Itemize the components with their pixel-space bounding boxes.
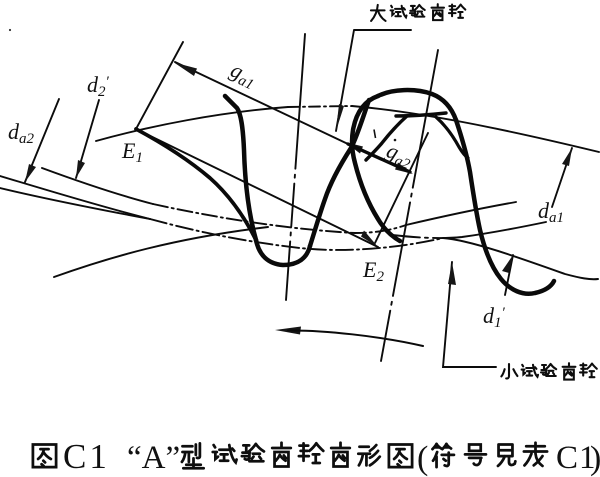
svg-text:d2′: d2′ [87,72,110,100]
svg-text:da2: da2 [8,119,35,147]
svg-text:“A”: “A” [127,440,180,476]
svg-text:(: ( [417,440,428,477]
svg-text:C1: C1 [556,440,597,476]
svg-text:): ) [590,440,600,477]
svg-text:E1: E1 [121,138,143,166]
svg-text:da1: da1 [538,198,564,226]
svg-text:C1: C1 [63,437,110,476]
svg-text:d1′: d1′ [483,303,506,331]
svg-text:E2: E2 [362,257,384,285]
